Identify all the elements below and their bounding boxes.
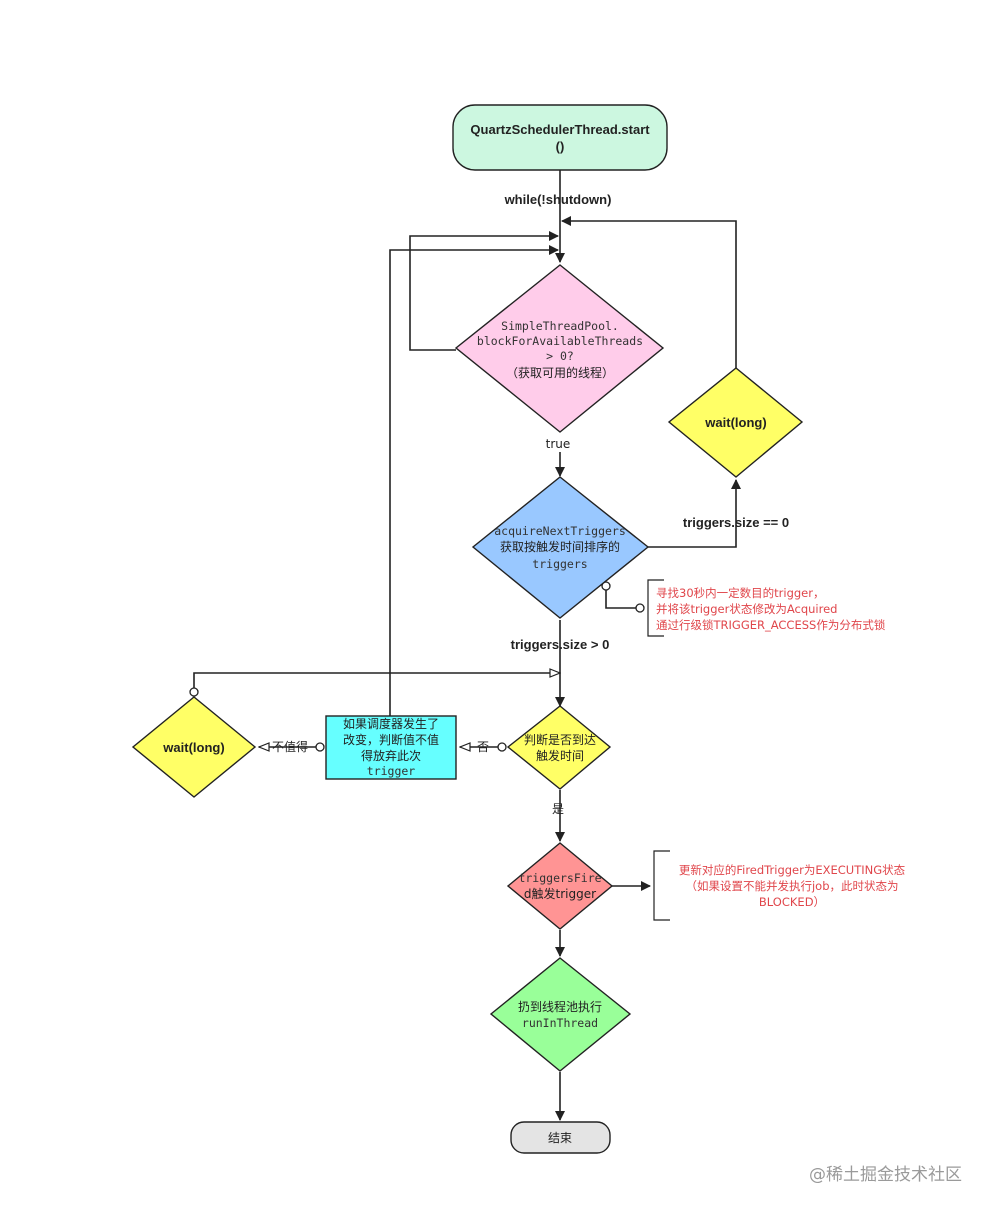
run-in-thread-decision: 扔到线程池执行 runInThread [489, 957, 632, 1072]
end-node: 结束 [510, 1121, 611, 1154]
fired-label-1: triggersFire [518, 871, 601, 885]
triggers-fired-decision: triggersFire d触发trigger [506, 842, 614, 930]
acquire-label-2: 获取按触发时间排序的 [500, 539, 620, 554]
nonempty-label: triggers.size > 0 [511, 637, 610, 652]
acquire-label-3: triggers [532, 557, 587, 571]
wait-right-label: wait(long) [704, 415, 766, 430]
loop-label: while(!shutdown) [504, 192, 612, 207]
block-threads-decision: SimpleThreadPool. blockForAvailableThrea… [454, 264, 665, 433]
fired-note-3: BLOCKED） [759, 895, 825, 909]
not-worth-label: 不值得 [272, 739, 308, 754]
edge-block-self-loop [409, 231, 559, 351]
acquire-note-3: 通过行级锁TRIGGER_ACCESS作为分布式锁 [656, 618, 886, 632]
changed-label-3: 得放弃此次 [361, 748, 421, 763]
changed-label-2: 改变，判断值不值 [343, 732, 439, 747]
wait-left-label: wait(long) [162, 740, 224, 755]
edge-wait-left-to-merge [193, 673, 560, 688]
block-threads-shape [454, 264, 665, 433]
empty-label: triggers.size == 0 [683, 515, 789, 530]
watermark: @稀土掘金技术社区 [809, 1165, 962, 1185]
edge-acquire-to-wait [648, 479, 741, 548]
run-label-2: runInThread [522, 1016, 598, 1030]
acquire-note-2: 并将该trigger状态修改为Acquired [656, 602, 837, 616]
wait-right-shape [667, 367, 804, 478]
connector-dot [635, 603, 645, 613]
fired-note-2: （如果设置不能并发执行job，此时状态为 [685, 879, 898, 893]
acquire-note: 寻找30秒内一定数目的trigger， 并将该trigger状态修改为Acqui… [656, 586, 886, 632]
changed-shape [325, 715, 457, 780]
run-shape [489, 957, 632, 1072]
fired-note: 更新对应的FiredTrigger为EXECUTING状态 （如果设置不能并发执… [679, 863, 906, 909]
acquire-shape [471, 476, 650, 619]
time-check-label-2: 触发时间 [536, 748, 584, 763]
note-bracket [653, 850, 670, 921]
time-check-label-1: 判断是否到达 [524, 732, 596, 747]
end-shape [510, 1121, 611, 1154]
true-label: true [546, 437, 571, 451]
start-label-1: QuartzSchedulerThread.start [470, 122, 650, 137]
start-shape [452, 104, 668, 171]
acquire-note-1: 寻找30秒内一定数目的trigger， [656, 586, 824, 600]
edge-changed-to-loop [389, 245, 559, 716]
run-label-1: 扔到线程池执行 [518, 999, 602, 1014]
connector-dot [497, 742, 507, 752]
wait-right-node: wait(long) [667, 367, 804, 478]
edges [189, 170, 741, 1121]
wait-left-shape [131, 696, 257, 798]
acquire-label-1: acquireNextTriggers [494, 524, 626, 538]
connector-dot [601, 581, 611, 591]
end-label: 结束 [548, 1131, 572, 1145]
yes-label: 是 [552, 802, 564, 816]
fired-shape [506, 842, 614, 930]
fired-note-1: 更新对应的FiredTrigger为EXECUTING状态 [679, 863, 906, 877]
acquire-triggers-decision: acquireNextTriggers 获取按触发时间排序的 triggers [471, 476, 650, 619]
start-label-2: () [556, 139, 565, 154]
changed-label-1: 如果调度器发生了 [343, 716, 439, 731]
changed-box: 如果调度器发生了 改变，判断值不值 得放弃此次 trigger [325, 715, 457, 780]
block-threads-label-3: > 0? [546, 349, 574, 363]
edge-wait-right-to-loop [561, 216, 737, 368]
no-label: 否 [477, 740, 489, 754]
connector-dot [189, 687, 199, 697]
block-threads-label-1: SimpleThreadPool. [501, 319, 619, 333]
wait-left-node: wait(long) [131, 696, 257, 798]
time-check-decision: 判断是否到达 触发时间 [506, 705, 612, 790]
connector-dot [315, 742, 325, 752]
edge-acquire-note [605, 586, 636, 609]
start-node: QuartzSchedulerThread.start () [452, 104, 668, 171]
block-threads-label-2: blockForAvailableThreads [477, 334, 643, 348]
fired-label-2: d触发trigger [524, 886, 596, 901]
changed-label-4: trigger [367, 764, 416, 778]
block-threads-label-4: （获取可用的线程） [506, 365, 614, 380]
time-check-shape [506, 705, 612, 790]
note-bracket [647, 579, 664, 637]
